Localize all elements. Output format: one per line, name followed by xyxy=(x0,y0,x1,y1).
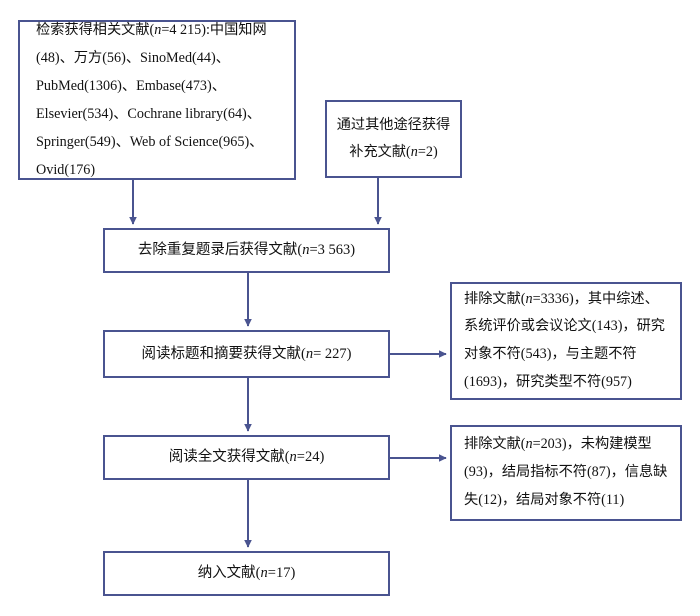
node-records-excluded-after-full-text-screening: 排除文献(n=203)，未构建模型(93)，结局指标不符(87)，信息缺失(12… xyxy=(450,425,682,521)
node-records-identified-through-database-searching: 检索获得相关文献(n=4 215):中国知网(48)、万方(56)、SinoMe… xyxy=(18,20,296,180)
node-dedup-text: 去除重复题录后获得文献(n=3 563) xyxy=(137,242,356,259)
node-fulltext-text: 阅读全文获得文献(n=24) xyxy=(168,449,325,466)
node-studies-included-in-synthesis: 纳入文献(n=17) xyxy=(103,551,390,596)
node-included-text: 纳入文献(n=17) xyxy=(197,565,296,582)
node-exclude-1-text: 排除文献(n=3336)，其中综述、系统评价或会议论文(143)，研究对象不符(… xyxy=(464,290,665,390)
node-records-after-duplicates-removed: 去除重复题录后获得文献(n=3 563) xyxy=(103,228,390,273)
node-full-text-articles-assessed-for-eligibility: 阅读全文获得文献(n=24) xyxy=(103,435,390,480)
node-title-abstract-text: 阅读标题和摘要获得文献(n= 227) xyxy=(141,345,352,362)
node-other-sources-text: 通过其他途径获得补充文献(n=2) xyxy=(336,117,451,160)
node-records-identified-through-other-sources: 通过其他途径获得补充文献(n=2) xyxy=(325,100,462,178)
node-search-text: 检索获得相关文献(n=4 215):中国知网(48)、万方(56)、SinoMe… xyxy=(36,21,267,179)
node-exclude-2-text: 排除文献(n=203)，未构建模型(93)，结局指标不符(87)，信息缺失(12… xyxy=(464,436,668,508)
node-records-screened-by-title-and-abstract: 阅读标题和摘要获得文献(n= 227) xyxy=(103,330,390,378)
node-records-excluded-after-title-abstract-screening: 排除文献(n=3336)，其中综述、系统评价或会议论文(143)，研究对象不符(… xyxy=(450,282,682,400)
